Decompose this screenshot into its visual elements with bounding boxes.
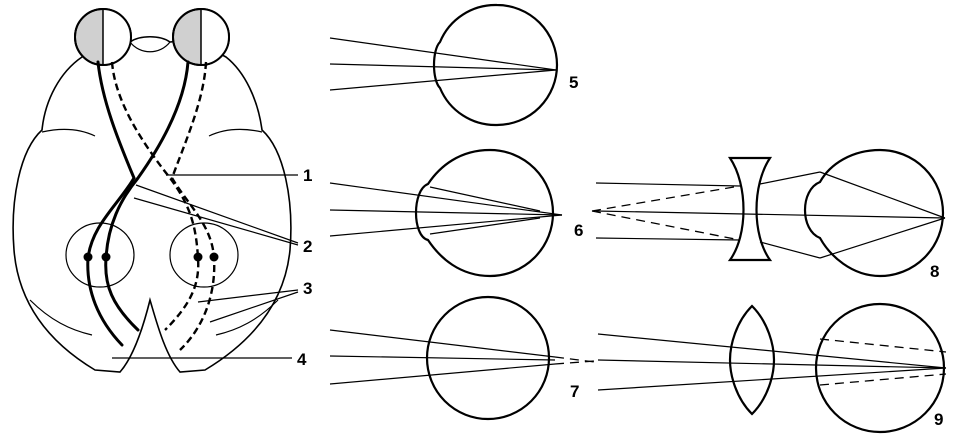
label-4: 4 bbox=[297, 350, 307, 369]
interhemispheric-top bbox=[129, 41, 171, 53]
temporal-fold-right bbox=[215, 299, 279, 336]
label-5: 5 bbox=[569, 73, 578, 92]
eye-corrected-convex-9: 9 bbox=[597, 302, 947, 434]
optic-nerve-crossing-dashed bbox=[110, 61, 200, 331]
optic-nerve-uncrossed-solid bbox=[86, 60, 136, 347]
label-7: 7 bbox=[570, 382, 579, 401]
label-8: 8 bbox=[930, 262, 939, 281]
optic-nerve-crossing-solid bbox=[104, 60, 190, 332]
eye-normal-5: 5 bbox=[329, 3, 578, 127]
pointer-3a bbox=[197, 289, 299, 303]
pointer-2a bbox=[135, 184, 299, 244]
label-2: 2 bbox=[303, 237, 312, 256]
eye-myopic-6: 6 bbox=[329, 148, 583, 278]
brain-figure: 1 2 3 4 bbox=[12, 8, 312, 373]
geniculate-dot-3 bbox=[193, 252, 203, 262]
concave-lens bbox=[727, 156, 773, 262]
geniculate-left bbox=[65, 222, 135, 288]
convex-lens bbox=[728, 304, 776, 416]
pointer-3b bbox=[209, 291, 299, 323]
eye-hyperopic-7: 7 bbox=[329, 295, 596, 421]
label-6: 6 bbox=[574, 221, 583, 240]
frontal-fold-left bbox=[41, 128, 96, 137]
frontal-fold-right bbox=[208, 128, 263, 137]
eye-corrected-concave-8: 8 bbox=[591, 148, 946, 281]
label-1: 1 bbox=[303, 166, 312, 185]
temporal-fold-left bbox=[29, 299, 93, 336]
pointer-2b bbox=[133, 197, 299, 246]
label-3: 3 bbox=[303, 279, 312, 298]
geniculate-dot-4 bbox=[209, 252, 219, 262]
geniculate-dot-1 bbox=[83, 252, 93, 262]
geniculate-dot-2 bbox=[101, 252, 111, 262]
right-eye-icon bbox=[172, 8, 230, 66]
geniculate-right bbox=[169, 222, 239, 288]
left-eye-icon bbox=[74, 8, 132, 66]
label-9: 9 bbox=[934, 410, 943, 429]
